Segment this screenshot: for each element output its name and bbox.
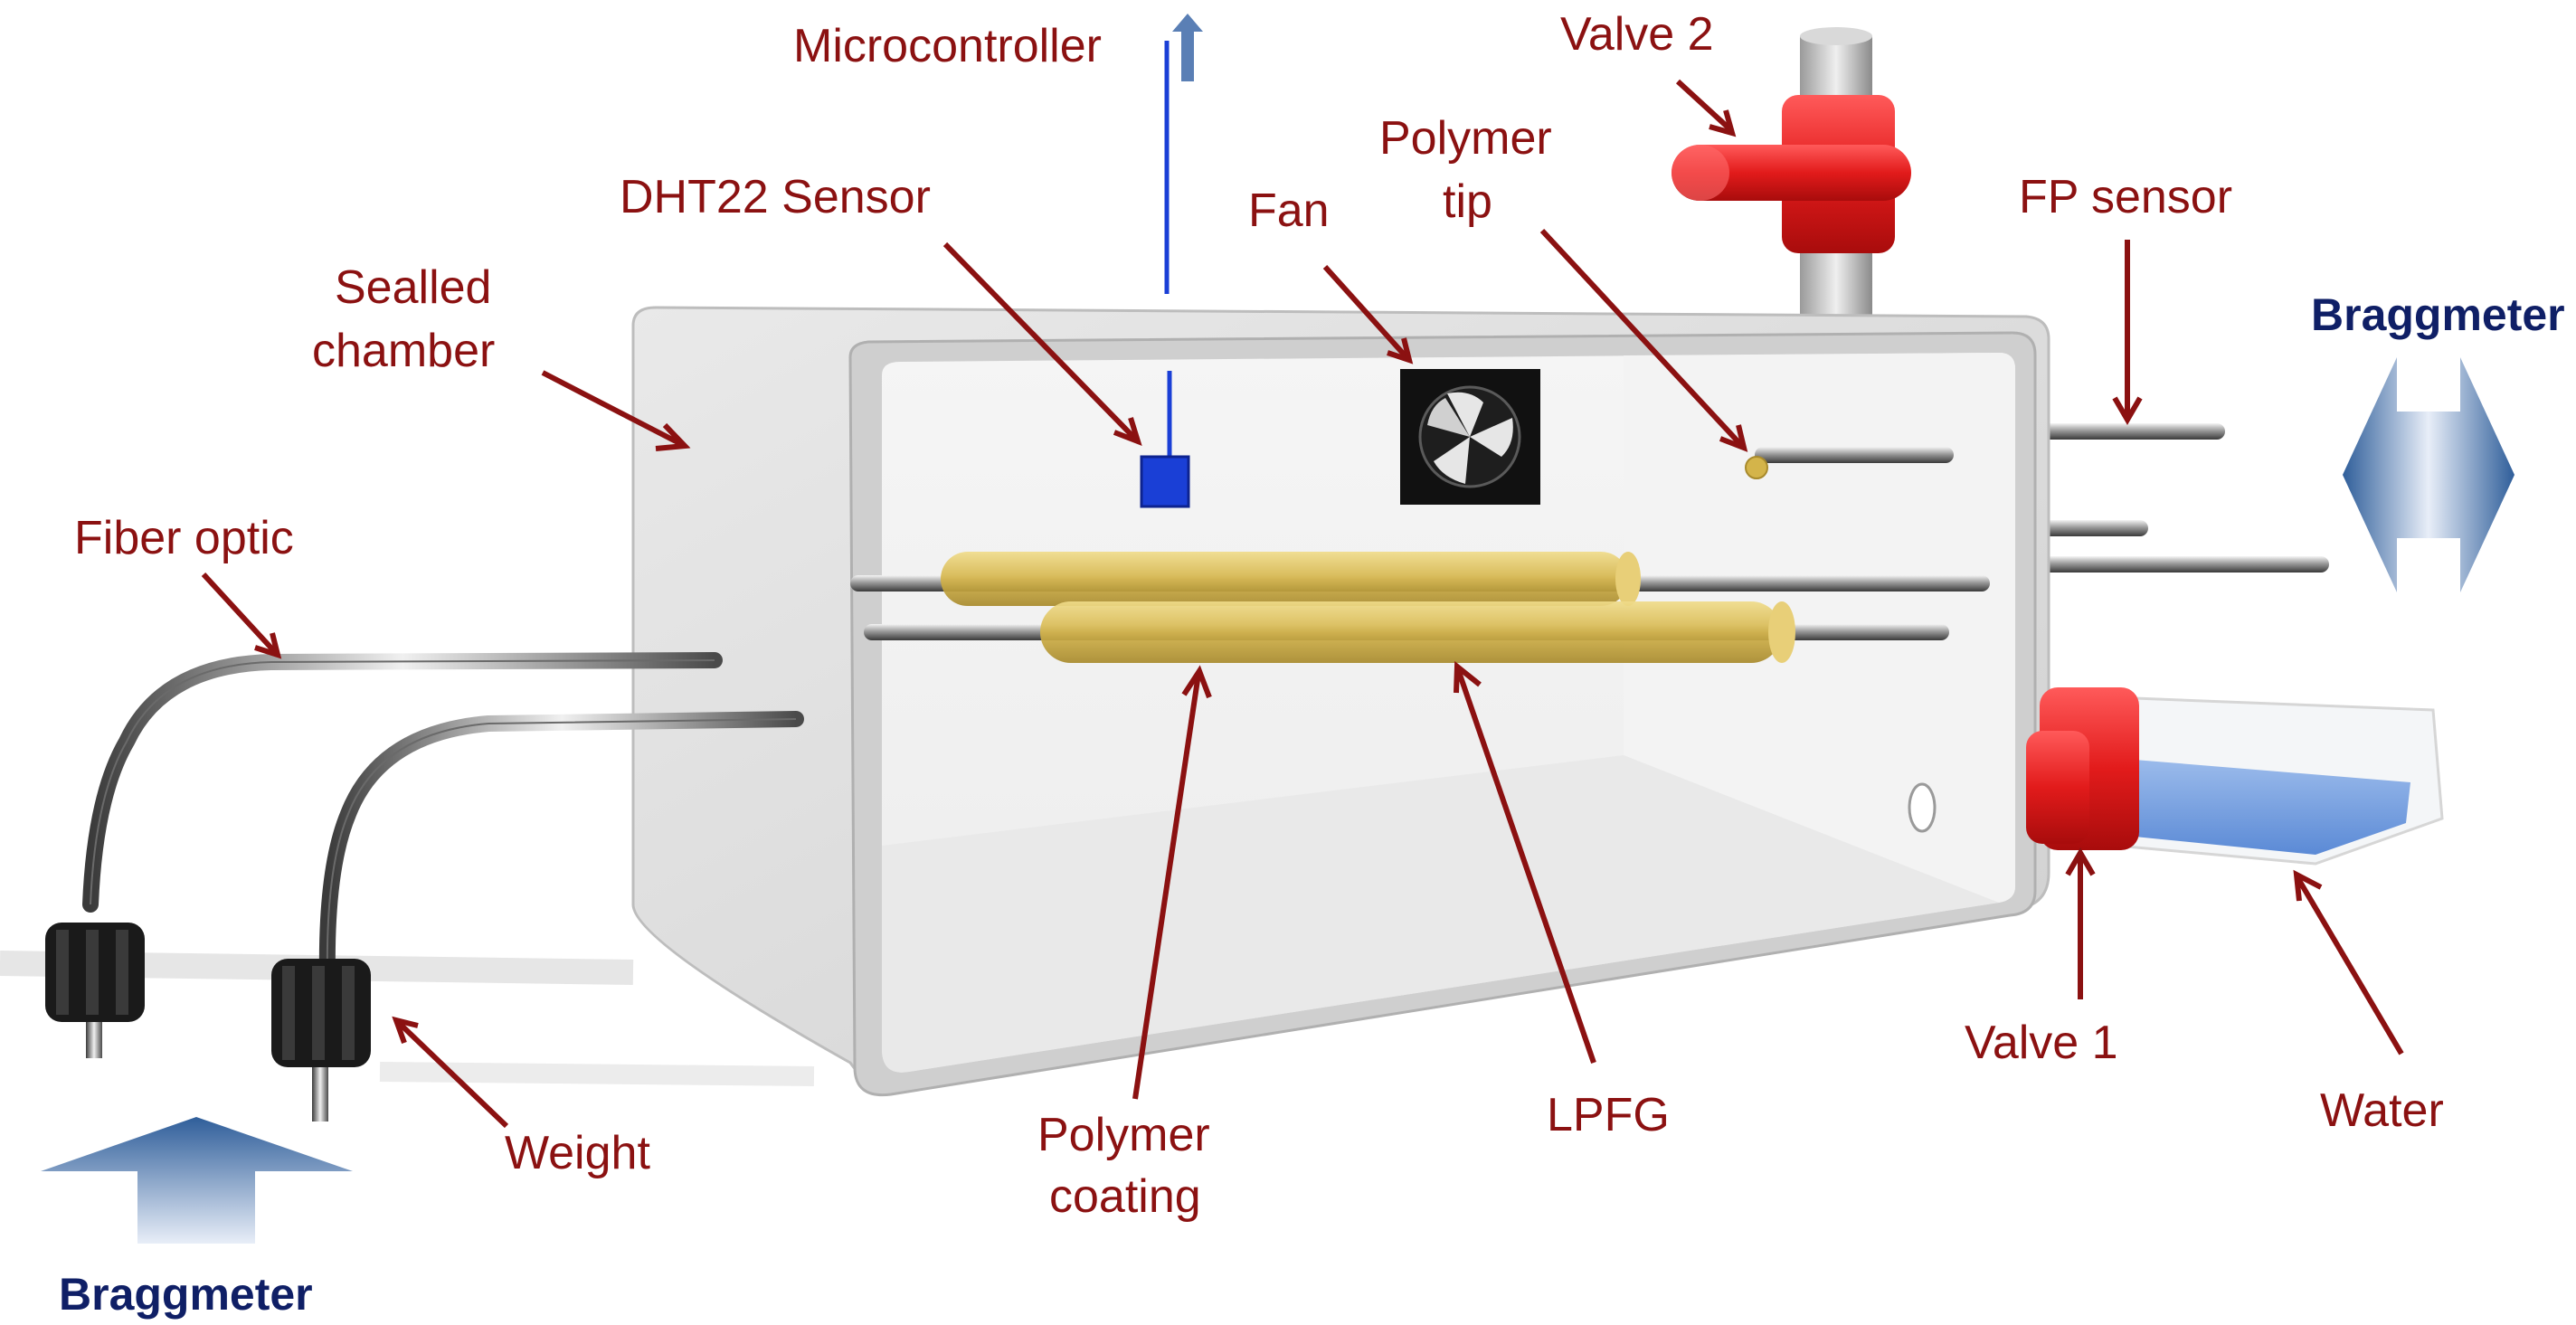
weight-left	[45, 923, 145, 1058]
label-microcontroller: Microcontroller	[793, 20, 1102, 72]
fp-rod-outer	[2017, 423, 2225, 440]
polymer-tip-rod	[1755, 447, 1954, 463]
label-fiber-optic: Fiber optic	[74, 512, 294, 564]
arrow-dht22	[942, 241, 1138, 441]
sealed-chamber	[631, 306, 2050, 1097]
fiber-optic-upper-rod	[82, 652, 723, 913]
arrow-polymer-tip	[1539, 228, 1744, 448]
arrow-valve2	[1675, 79, 1735, 134]
label-lpfg: LPFG	[1547, 1089, 1670, 1141]
arrow-polymer-coating	[1132, 673, 1201, 1100]
chamber-port-hole	[1908, 782, 1937, 833]
label-arrows	[201, 79, 2404, 1129]
arrow-fiber-optic	[201, 572, 279, 656]
valve1	[2026, 687, 2139, 850]
label-sealed-2: chamber	[312, 325, 495, 377]
arrow-water	[2295, 875, 2404, 1055]
dht22-sensor	[1140, 455, 1190, 508]
label-water: Water	[2320, 1084, 2444, 1137]
label-fan: Fan	[1248, 185, 1330, 237]
floor-line-2	[379, 1062, 815, 1086]
fan	[1400, 369, 1540, 505]
label-sealed-1: Sealled	[335, 261, 491, 314]
arrow-weight	[395, 1019, 509, 1129]
braggmeter-bottom-arrow	[41, 1117, 353, 1244]
arrow-lpfg	[1455, 668, 1596, 1064]
label-polymer-coating-1: Polymer	[1037, 1109, 1210, 1161]
label-weight: Weight	[505, 1127, 650, 1179]
label-dht22: DHT22 Sensor	[620, 171, 931, 223]
label-valve1: Valve 1	[1965, 1017, 2118, 1069]
arrow-fan	[1322, 264, 1409, 360]
label-braggmeter-right: Braggmeter	[2311, 289, 2565, 340]
water-container	[2088, 695, 2444, 866]
valve2	[1672, 95, 1911, 253]
weight-right	[271, 959, 371, 1122]
arrow-sealed-chamber	[541, 370, 685, 448]
label-polymer-tip-2: tip	[1443, 175, 1492, 228]
fiber-optic-lower-rod-shade	[326, 718, 797, 978]
chamber-inner-floor	[882, 755, 1999, 1073]
label-fp-sensor: FP sensor	[2019, 171, 2232, 223]
label-polymer-coating-2: coating	[1049, 1170, 1201, 1223]
label-polymer-tip-1: Polymer	[1379, 112, 1552, 165]
label-valve2: Valve 2	[1560, 8, 1714, 61]
polymer-tip	[1745, 456, 1768, 479]
braggmeter-right-arrow	[2343, 357, 2514, 592]
microcontroller-up-arrow	[1172, 14, 1203, 81]
label-braggmeter-bottom: Braggmeter	[59, 1269, 313, 1320]
valve2-pipe-top	[1800, 27, 1872, 45]
polymer-coating-lower	[1040, 601, 1795, 663]
fiber-optic-upper-rod-shade	[90, 659, 715, 905]
polymer-coating-upper	[941, 552, 1641, 606]
rod-right-lower	[2017, 556, 2329, 573]
